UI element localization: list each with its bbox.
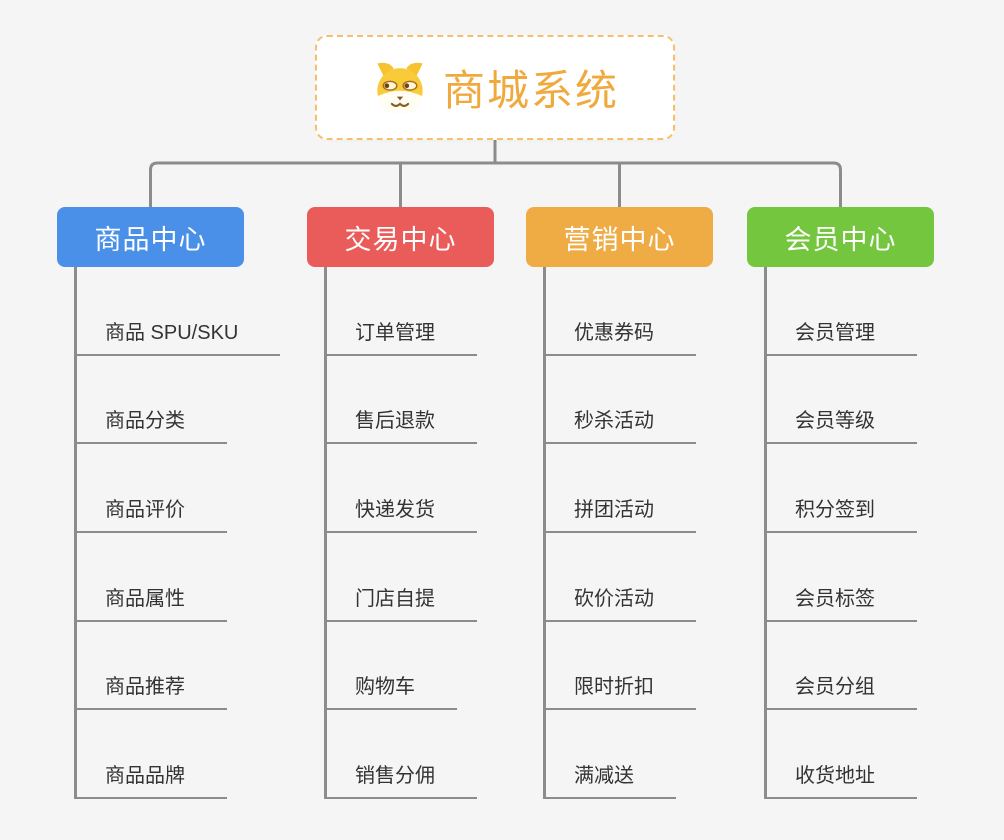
child-item[interactable]: 购物车 <box>324 675 457 710</box>
child-item[interactable]: 限时折扣 <box>543 675 696 710</box>
branch-node-3[interactable]: 营销中心 <box>526 207 713 267</box>
child-item[interactable]: 商品品牌 <box>74 764 227 799</box>
root-node[interactable]: 商城系统 <box>315 35 675 140</box>
child-item[interactable]: 商品 SPU/SKU <box>74 321 281 356</box>
child-item[interactable]: 优惠券码 <box>543 321 696 356</box>
child-item[interactable]: 快递发货 <box>324 498 477 533</box>
branch-node-4[interactable]: 会员中心 <box>747 207 934 267</box>
branch-node-2[interactable]: 交易中心 <box>307 207 494 267</box>
branch-spine-4 <box>764 267 767 799</box>
branch-node-1[interactable]: 商品中心 <box>57 207 244 267</box>
dog-icon <box>371 59 429 117</box>
child-item[interactable]: 商品推荐 <box>74 675 227 710</box>
child-item[interactable]: 收货地址 <box>764 764 917 799</box>
child-item[interactable]: 秒杀活动 <box>543 409 696 444</box>
root-title: 商城系统 <box>442 67 619 114</box>
child-item[interactable]: 销售分佣 <box>324 764 477 799</box>
branch-spine-3 <box>543 267 546 799</box>
branch-spine-2 <box>324 267 327 799</box>
child-item[interactable]: 门店自提 <box>324 587 477 622</box>
child-item[interactable]: 会员标签 <box>764 587 917 622</box>
child-item[interactable]: 满减送 <box>543 764 676 799</box>
child-item[interactable]: 积分签到 <box>764 498 917 533</box>
child-item[interactable]: 商品评价 <box>74 498 227 533</box>
child-item[interactable]: 会员分组 <box>764 675 917 710</box>
child-item[interactable]: 商品分类 <box>74 409 227 444</box>
child-item[interactable]: 会员管理 <box>764 321 917 356</box>
branch-spine-1 <box>74 267 77 799</box>
child-item[interactable]: 会员等级 <box>764 409 917 444</box>
child-item[interactable]: 售后退款 <box>324 409 477 444</box>
child-item[interactable]: 砍价活动 <box>543 587 696 622</box>
child-item[interactable]: 订单管理 <box>324 321 477 356</box>
child-item[interactable]: 拼团活动 <box>543 498 696 533</box>
child-item[interactable]: 商品属性 <box>74 587 227 622</box>
